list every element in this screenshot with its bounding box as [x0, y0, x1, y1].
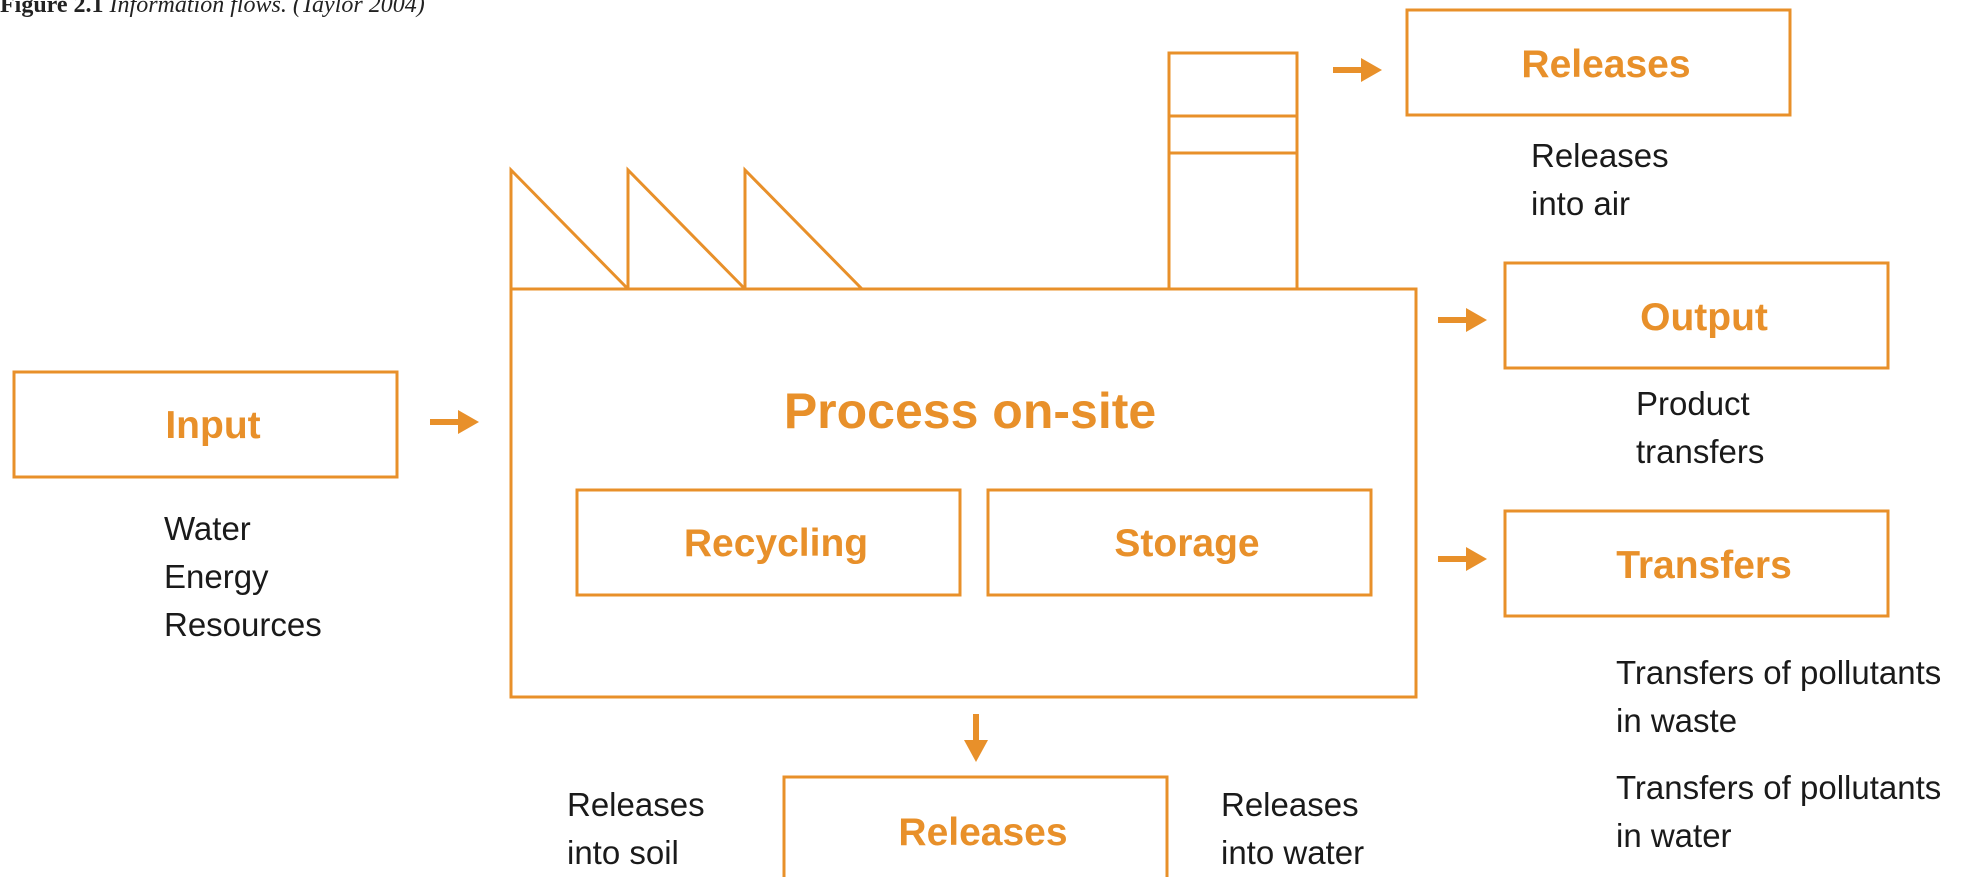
figure-number: Figure 2.1: [0, 0, 104, 18]
releases-down-arrow: [964, 714, 988, 762]
roof-tooth-2: [626, 166, 747, 291]
process-label: Process on-site: [784, 383, 1156, 439]
releases-air-box: [1405, 8, 1792, 117]
transfers-water-note: Transfers of pollutants in water: [1616, 769, 1950, 854]
product-note: Product transfers: [1636, 385, 1764, 470]
releases-air-arrow: [1333, 58, 1382, 82]
storage-box: [986, 488, 1373, 597]
air-note: Releases into air: [1531, 137, 1678, 222]
input-note: Water Energy Resources: [164, 510, 322, 643]
transfers-waste-note: Transfers of pollutants in waste: [1616, 654, 1950, 739]
output-box: [1503, 261, 1890, 370]
output-label: Output: [1640, 296, 1768, 339]
chimney: [1167, 51, 1299, 291]
output-arrow: [1438, 308, 1487, 332]
releases-bottom-box: [782, 775, 1169, 877]
releases-air-label: Releases: [1521, 43, 1690, 86]
transfers-label: Transfers: [1616, 544, 1792, 587]
roof-tooth-1: [509, 166, 630, 291]
soil-note: Releases into soil: [567, 786, 714, 871]
input-label: Input: [165, 404, 260, 447]
storage-label: Storage: [1114, 522, 1259, 565]
roof-tooth-3: [743, 166, 864, 291]
recycling-box: [575, 488, 962, 597]
transfers-arrow: [1438, 547, 1487, 571]
recycling-label: Recycling: [684, 522, 868, 565]
factory-building: [509, 287, 1418, 699]
releases-bottom-label: Releases: [898, 811, 1067, 854]
figure-caption: Figure 2.1 Information flows. (Taylor 20…: [0, 0, 425, 19]
water-note: Releases into water: [1221, 786, 1368, 871]
figure-caption-text: Information flows. (Taylor 2004): [109, 0, 425, 18]
input-box: [12, 370, 399, 479]
transfers-box: [1503, 509, 1890, 618]
input-arrow: [430, 410, 479, 434]
